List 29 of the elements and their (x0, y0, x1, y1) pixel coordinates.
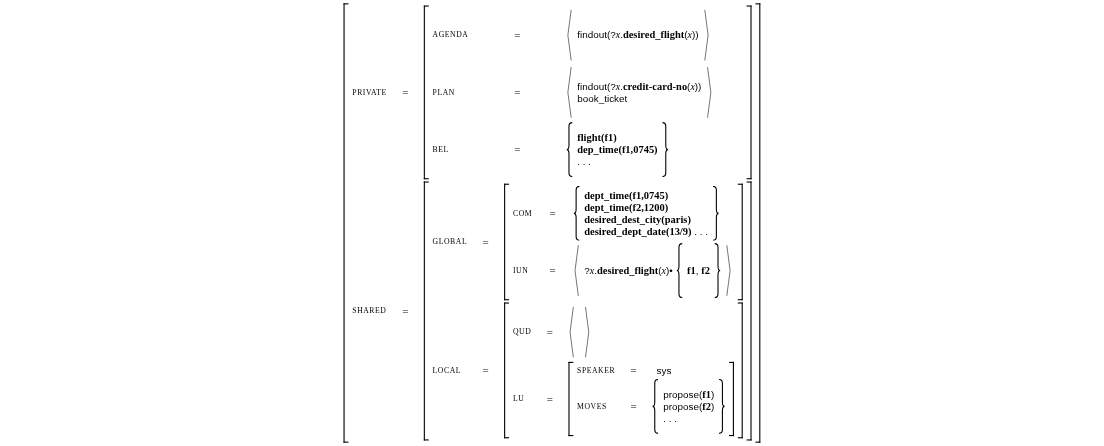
feature-value: book_ticket (577, 92, 629, 105)
feature-value: findout(?x.desired_flight(x)) (577, 29, 699, 42)
equals-sign: = (546, 392, 553, 406)
equals-sign: = (546, 325, 553, 339)
equals-sign: = (630, 364, 637, 377)
feature-value: propose(f2) (663, 400, 715, 413)
equals-sign: = (630, 400, 637, 413)
feature-value: propose(f1) (663, 388, 715, 401)
feature-value: desired_dest_city(paris) (584, 213, 692, 226)
equals-sign: = (402, 86, 409, 99)
feature-value: findout(?x.credit-card-no(x)) (577, 80, 702, 93)
feature-value: flight(f1) (577, 131, 618, 144)
feature-value: sys (656, 364, 672, 377)
equals-sign: = (549, 264, 557, 277)
feature-value: dept_time(f1,0745) (584, 189, 670, 202)
equals-sign: = (514, 86, 522, 99)
equals-sign: = (514, 28, 522, 42)
feature-value: . . . (577, 155, 593, 168)
feature-value: desired_dept_date(13/9) . . . (584, 225, 709, 238)
equals-sign: = (482, 364, 489, 377)
equals-sign: = (402, 304, 409, 318)
feature-value: f1, f2 (687, 264, 710, 277)
feature-value: dep_time(f1,0745) (577, 143, 658, 156)
equals-sign: = (549, 207, 557, 220)
feature-value: . . . (663, 412, 678, 425)
feature-value: ?x.desired_flight(x)• (584, 264, 673, 277)
equals-sign: = (482, 235, 489, 249)
feature-value: dept_time(f2,1200) (584, 201, 670, 214)
equals-sign: = (514, 143, 522, 156)
